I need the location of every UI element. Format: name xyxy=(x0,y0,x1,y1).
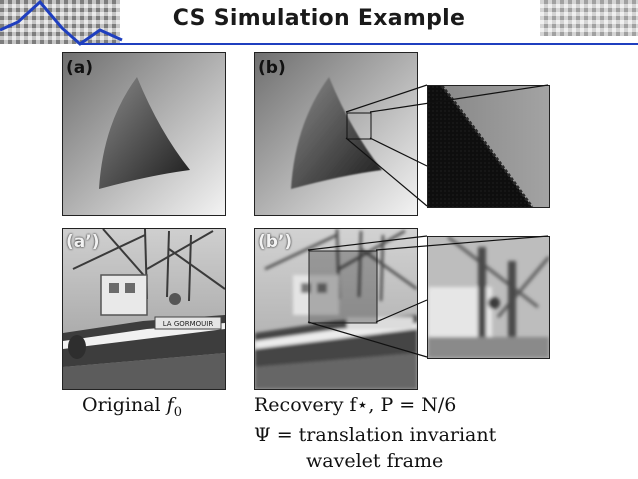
panel-b-label: (b) xyxy=(258,58,286,78)
caption-original-symbol: f xyxy=(166,394,174,416)
panel-b-prime-boat-recovery xyxy=(254,228,418,390)
caption-original: Original f0 xyxy=(82,394,182,420)
panel-a-synthetic-original xyxy=(62,52,226,216)
caption-original-prefix: Original xyxy=(82,394,167,416)
panel-a-prime-boat-original: LA GORMOUIR xyxy=(62,228,226,390)
panel-a-label: (a) xyxy=(66,58,94,78)
boat-sign-text: LA GORMOUIR xyxy=(163,320,214,328)
panel-b-prime-zoom-inset xyxy=(427,236,550,359)
panel-b-prime-label: (b’) xyxy=(258,232,293,252)
header-band xyxy=(0,0,638,50)
caption-psi-line1: Ψ = translation invariant xyxy=(254,424,497,446)
panel-a-prime-label: (a’) xyxy=(66,232,100,252)
panel-b-zoom-inset xyxy=(427,85,550,208)
caption-psi-line2: wavelet frame xyxy=(306,450,444,472)
caption-original-subscript: 0 xyxy=(173,404,182,420)
caption-recovery: Recovery f⋆, P = N/6 xyxy=(254,394,457,416)
slide-title: CS Simulation Example xyxy=(172,6,466,31)
